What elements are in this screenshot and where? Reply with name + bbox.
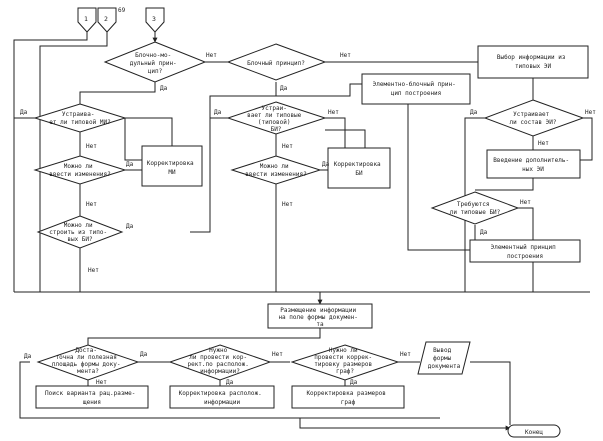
edge-label-no-1: Нет <box>206 52 217 59</box>
process-correct-layout <box>169 385 275 409</box>
terminal-end <box>507 424 561 438</box>
decision-satisfies-ei <box>483 99 585 137</box>
process-element-block <box>361 73 471 105</box>
edge-label-no-12: Нет <box>96 379 107 386</box>
io-output-doc-label: Вывод формы документа <box>428 347 461 370</box>
edge-label-no-10: Нет <box>538 140 549 147</box>
edge-label-no-5: Нет <box>88 267 99 274</box>
connector-3-label: 3 <box>152 15 156 23</box>
decision-can-build <box>36 215 124 249</box>
decision-need-correct <box>168 344 272 381</box>
connector-2 <box>97 7 117 33</box>
process-element-principle <box>469 239 581 263</box>
edge-label-yes-10: Да <box>24 353 32 360</box>
edge-label-yes-8: Да <box>470 109 478 116</box>
process-correct-sizes-label: Корректировка размеров граф <box>306 390 389 406</box>
process-place-info-label: Размещение информации на поле формы доку… <box>278 307 361 328</box>
decision-can-change-1 <box>33 155 127 185</box>
connector-3 <box>145 7 165 33</box>
connector-1-label: 1 <box>84 15 88 23</box>
connector-1 <box>77 7 97 33</box>
process-select-ei <box>477 45 589 79</box>
decision-typical-bi-label: Требуются ли типовые БИ? <box>450 201 501 216</box>
edge-label-yes-1: Да <box>160 85 168 92</box>
decision-typical-bi <box>430 191 520 225</box>
edge-label-no-9: Нет <box>585 109 596 116</box>
decision-need-resize-label: Нужно ли провести коррек- тировку размер… <box>314 347 375 375</box>
decision-need-correct-label: Нужно ли провести кор- рект.по располож.… <box>187 347 252 375</box>
process-correct-layout-label: Корректировка располож. информации <box>179 390 266 406</box>
decision-block-principle-label: Блочный принцип? <box>247 60 305 67</box>
edge-label-yes-7: Да <box>322 161 330 168</box>
decision-can-change-2 <box>230 155 322 185</box>
edge-labels: Нет Нет Да Да Да Нет Да Нет Да Нет Да Не… <box>20 52 596 386</box>
decision-nodes: Блочно-мо- дульный прин- цип? Блочный пр… <box>33 41 585 381</box>
decision-block-modular <box>103 41 207 83</box>
process-correct-bi <box>327 147 391 189</box>
process-add-ei-label: Введение дополнитель- ных ЭИ <box>493 157 572 173</box>
process-correct-bi-label: Корректировка БИ <box>334 161 385 177</box>
edge-label-yes-11: Да <box>140 351 148 358</box>
decision-area-enough-label: Доста- точна ли полезная площадь формы д… <box>52 347 124 375</box>
process-nodes: Выбор информации из типовых ЭИ Элементно… <box>35 45 589 409</box>
edge-label-yes-3: Да <box>20 109 28 116</box>
edge-label-no-6: Нет <box>328 109 339 116</box>
edge-label-yes-9: Да <box>480 229 488 236</box>
connector-2-label: 2 <box>104 15 108 23</box>
io-nodes: Вывод формы документа Конец <box>417 341 561 438</box>
edge-label-no-13: Нет <box>272 351 283 358</box>
edge-label-no-3: Нет <box>86 143 97 150</box>
decision-satisfies-ei-label: Устраивает ли состав ЭИ? <box>510 111 557 126</box>
edge-label-yes-13: Да <box>350 379 358 386</box>
process-correct-mi <box>141 145 203 187</box>
decision-block-principle <box>226 43 327 81</box>
flow-lines <box>13 32 593 431</box>
process-add-ei <box>486 149 581 179</box>
edge-label-no-8: Нет <box>282 201 293 208</box>
edge-label-yes-2: Да <box>280 85 288 92</box>
decision-can-change-2-label: Можно ли ввести изменения? <box>245 163 307 178</box>
decision-area-enough <box>36 344 140 381</box>
decision-block-modular-label: Блочно-мо- дульный прин- цип? <box>130 52 181 75</box>
decision-satisfies-mi <box>33 103 127 133</box>
decision-need-resize <box>290 344 400 381</box>
edge-label-yes-5: Да <box>126 223 134 230</box>
process-element-principle-label: Элементный принцип построения <box>491 244 560 260</box>
edge-label-no-4: Нет <box>86 201 97 208</box>
edge-label-yes-4: Да <box>126 161 134 168</box>
process-place-info <box>267 303 373 329</box>
edge-label-no-7: Нет <box>282 143 293 150</box>
decision-satisfies-bi <box>226 101 327 135</box>
io-output-doc <box>417 341 471 375</box>
edge-label-no-14: Нет <box>400 351 411 358</box>
process-search-variant <box>35 385 149 409</box>
connector-note: 69 <box>118 7 126 14</box>
process-correct-sizes <box>291 385 405 409</box>
process-select-ei-label: Выбор информации из типовых ЭИ <box>497 54 569 70</box>
edge-label-yes-12: Да <box>226 379 234 386</box>
edge-label-no-11: Нет <box>520 199 531 206</box>
decision-satisfies-mi-label: Устраива- ет ли типовой МИ? <box>49 111 111 126</box>
decision-satisfies-bi-label: Устраи- вает ли типовые (типовой) БИ? <box>247 105 305 133</box>
edge-label-no-2: Нет <box>340 52 351 59</box>
terminal-end-label: Конец <box>525 429 543 436</box>
edge-label-da-6: Да <box>214 109 222 116</box>
process-search-variant-label: Поиск варианта рац.разме- щения <box>45 390 139 406</box>
connectors: 1 2 69 3 <box>77 7 165 33</box>
decision-can-change-1-label: Можно ли ввести изменения? <box>49 163 111 178</box>
process-element-block-label: Элементно-блочный прин- цип построения <box>373 81 460 97</box>
process-correct-mi-label: Корректировка МИ <box>147 160 198 176</box>
decision-can-build-label: Можно ли строить из типо- вых БИ? <box>49 222 110 243</box>
